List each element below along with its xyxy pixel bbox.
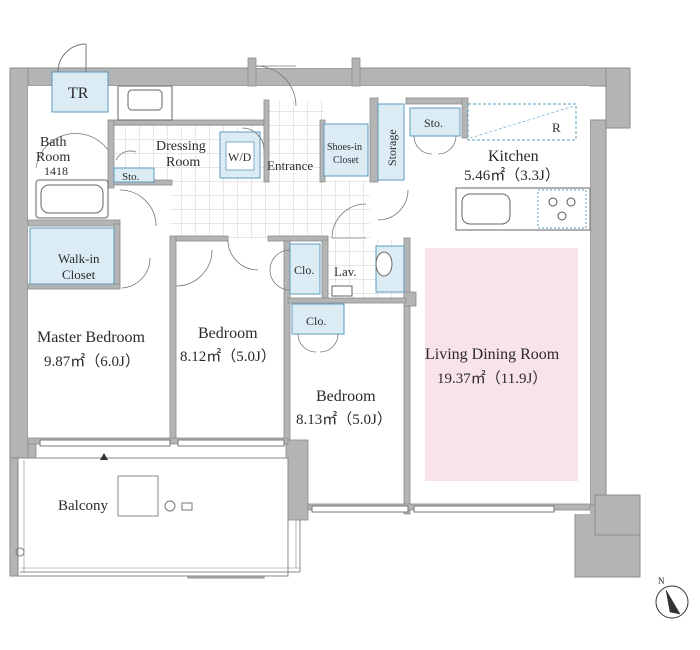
lavatory-label: Lav. [334,264,357,279]
trunk-room-box [51,71,109,113]
bath-room-label-line2: Room [36,150,70,165]
refrigerator-space [467,103,577,141]
master-bedroom-area-label: 9.87㎡（6.0J） [44,353,140,370]
shoes-in-closet-label-line1: Shoes-in [327,142,362,153]
balcony-area [15,453,301,577]
room-labels: TR Bath Room 1418 Sto. Dressing Room W/D… [36,85,561,514]
wd-label: W/D [228,150,252,164]
living-dining-room-name-label: Living Dining Room [425,346,560,363]
evacuation-hatch-icon [100,453,108,460]
lav-sink [331,285,353,297]
bedroom-1-area-label: 8.12㎡（5.0J） [180,348,276,365]
shoes-in-closet-label-line2: Closet [333,155,359,166]
closet-1-box [289,243,321,295]
living-dining-room-area-label: 19.37㎡（11.9J） [437,370,547,387]
entrance-label: Entrance [267,158,313,173]
windows [39,439,555,513]
closet-2-box [291,303,345,335]
stove-area [537,189,587,229]
toilet-icon [375,251,393,277]
kitchen-storage-label: Sto. [424,116,443,130]
kitchen-storage-box [409,107,461,137]
compass-north-label: N [658,576,665,586]
bath-storage-box [113,167,155,183]
hallway-floor-tiles [170,180,370,238]
closet-1-label: Clo. [294,263,314,277]
north-compass: N [655,576,689,619]
walk-in-closet-label-line2: Closet [62,267,96,282]
entrance-floor-tiles [266,100,324,184]
bath-storage-label: Sto. [122,171,140,183]
bedroom-2-name-label: Bedroom [316,388,376,405]
refrigerator-label: R [552,120,561,135]
balcony-label: Balcony [58,498,108,514]
bedroom-1-name-label: Bedroom [198,325,258,342]
storage-label: Storage [385,129,399,166]
burner-icon [566,197,576,207]
kitchen-sink [461,193,511,225]
tr-door-swing [57,43,87,73]
burner-icon [548,197,558,207]
bath-room-label-line1: Bath [40,135,66,150]
dressing-room-label-line1: Dressing [156,139,206,154]
walk-in-closet-box [29,227,115,285]
storage-box [377,103,405,181]
outdoor-unit [117,475,159,517]
living-dining-room-highlight [425,248,578,481]
dressing-room-label-line2: Room [166,155,200,170]
master-bedroom-name-label: Master Bedroom [37,329,146,346]
bath-size-label: 1418 [44,164,68,178]
bedroom-2-area-label: 8.13㎡（5.0J） [296,411,392,428]
kitchen-area-label: 5.46㎡（3.3J） [464,167,560,184]
drain-icon [164,500,176,512]
shoes-in-closet-box [323,123,369,177]
burner-icon [557,211,567,221]
closet-2-label: Clo. [306,314,326,328]
tr-label: TR [68,85,89,102]
kitchen-name-label: Kitchen [488,148,539,165]
door-swings [119,65,409,287]
walk-in-closet-label-line1: Walk-in [58,251,100,266]
